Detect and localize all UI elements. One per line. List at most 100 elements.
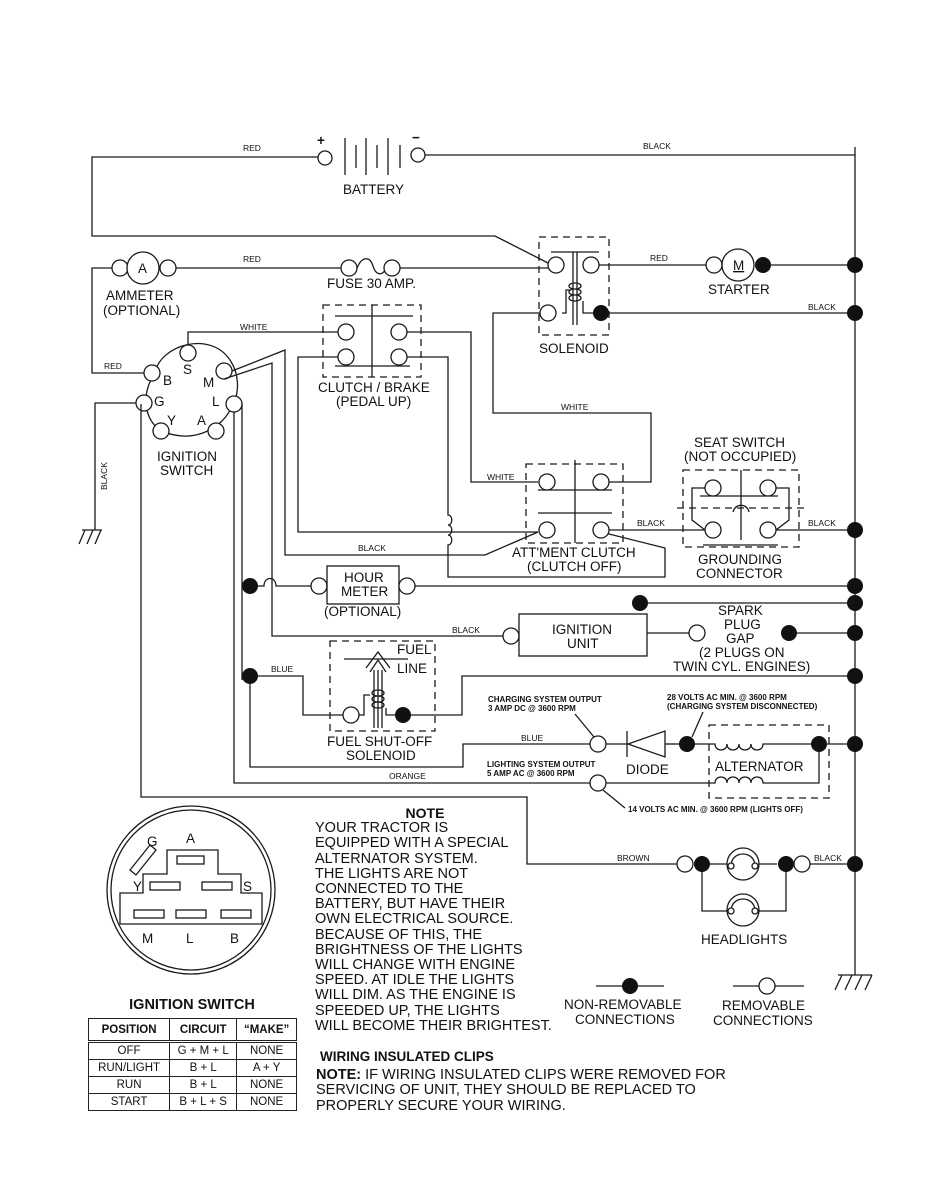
wire-label-red-starter: RED [650, 253, 668, 263]
wire-brown-headlights [140, 404, 677, 865]
legend-removable-label: REMOVABLE [722, 998, 805, 1013]
wire-label-black-lower: BLACK [358, 543, 386, 553]
fuel-solenoid-label: FUEL SHUT-OFF [327, 734, 432, 749]
cell-position: OFF [87, 1041, 171, 1060]
grounding-connector-label: GROUNDING [698, 552, 782, 567]
battery-minus-sign: − [412, 130, 420, 145]
battery-terminal-negative [410, 147, 426, 163]
ignition-table-title: IGNITION SWITCH [129, 997, 255, 1013]
wire-label-black-seat: BLACK [808, 518, 836, 528]
clutch-brake-terminal [390, 348, 408, 366]
headlight-terminal [793, 855, 811, 873]
ignition-unit-terminal [502, 627, 520, 645]
solenoid-coil-icon [562, 252, 595, 325]
face-label-l: L [186, 931, 194, 946]
spark-plug-label-1: SPARK [718, 603, 763, 618]
note-line: SPEEDED UP, THE LIGHTS [315, 1002, 500, 1019]
wire-white-clutch [187, 331, 338, 345]
seat-switch-terminal [759, 479, 777, 497]
alternator-label: ALTERNATOR [715, 759, 804, 774]
volts28-label-2: (CHARGING SYSTEM DISCONNECTED) [667, 702, 818, 711]
hour-meter-terminal [398, 577, 416, 595]
note-block: NOTE YOUR TRACTOR IS EQUIPPED WITH A SPE… [315, 805, 555, 1034]
wire-clutch-brake-to-attment [297, 356, 538, 533]
attment-terminal [538, 521, 556, 539]
cell-position: RUN [87, 1076, 171, 1094]
volts14-label: 14 VOLTS AC MIN. @ 3600 RPM (LIGHTS OFF) [628, 805, 803, 814]
wire-black-m-to-attment [231, 349, 539, 556]
ground-junction [847, 305, 863, 321]
legend-non-removable-label-2: CONNECTIONS [575, 1012, 675, 1027]
wire-label-white: WHITE [240, 322, 268, 332]
wire-label-blue-charging: BLUE [521, 733, 544, 743]
wire-white-to-attment [407, 331, 538, 483]
ammeter-symbol: A [138, 261, 147, 276]
fuel-line-label: LINE [397, 661, 427, 676]
removable-icon [758, 977, 776, 995]
ign-terminal-a [207, 422, 225, 440]
ground-junction [847, 522, 863, 538]
note-line: BATTERY, BUT HAVE THEIR [315, 896, 506, 913]
ignition-unit-ground [632, 595, 648, 611]
wire-label-blue-fuel: BLUE [271, 664, 294, 674]
ground-junction [847, 736, 863, 752]
alternator-coil-top-icon [695, 743, 812, 751]
wire-blue-charging [249, 684, 591, 768]
fuel-solenoid-ground [395, 707, 411, 723]
spark-plug-label-4: (2 PLUGS ON [699, 645, 785, 660]
fuse-terminal-right [383, 259, 401, 277]
ign-terminal-y [152, 422, 170, 440]
note-title: NOTE [405, 805, 445, 821]
cell-make: NONE [236, 1093, 297, 1111]
wire-orange-lighting [233, 412, 591, 784]
wire-label-black: BLACK [643, 141, 671, 151]
clutch-brake-terminal [390, 323, 408, 341]
wire-label-black-attment: BLACK [637, 518, 665, 528]
note-line: BRIGHTNESS OF THE LIGHTS [315, 941, 523, 958]
cell-circuit: G + M + L [169, 1041, 238, 1060]
table-row: OFF G + M + L NONE [87, 1041, 297, 1060]
alternator-test-point [679, 736, 695, 752]
wire-label-red: RED [243, 143, 261, 153]
table-row: START B + L + S NONE [87, 1093, 297, 1111]
charging-output-label: CHARGING SYSTEM OUTPUT [488, 695, 602, 704]
attment-terminal [592, 473, 610, 491]
ign-label-b: B [163, 373, 172, 388]
battery-label: BATTERY [343, 182, 404, 197]
hour-meter-label-2: METER [341, 584, 389, 599]
attment-terminal [538, 473, 556, 491]
ignition-unit-label-2: UNIT [567, 636, 599, 651]
solenoid-label: SOLENOID [539, 341, 609, 356]
clips-note-prefix: NOTE: [316, 1066, 362, 1083]
seat-switch-terminal [704, 521, 722, 539]
wire-label-brown: BROWN [617, 853, 650, 863]
clips-text: PROPERLY SECURE YOUR WIRING. [316, 1097, 566, 1114]
clips-title: WIRING INSULATED CLIPS [320, 1049, 494, 1064]
seat-switch-contacts [700, 470, 778, 546]
legend-non-removable-label: NON-REMOVABLE [564, 997, 682, 1012]
solenoid-ground-connection [593, 305, 609, 321]
headlight-contact [751, 862, 759, 870]
clutch-brake-label-2: (PEDAL UP) [336, 394, 411, 409]
header-circuit: CIRCUIT [169, 1018, 238, 1043]
ammeter-optional-label: (OPTIONAL) [103, 303, 180, 318]
note-line: EQUIPPED WITH A SPECIAL [315, 835, 509, 852]
note-line: BECAUSE OF THIS, THE [315, 926, 483, 943]
solenoid-terminal-coil [539, 304, 557, 322]
face-label-b: B [230, 931, 239, 946]
charging-output-label-2: 3 AMP DC @ 3600 RPM [488, 704, 576, 713]
ign-label-s: S [183, 362, 192, 377]
ignition-unit-label: IGNITION [552, 622, 612, 637]
ignition-switch-icon [135, 342, 243, 440]
ammeter-icon [126, 251, 160, 285]
starter-terminal [705, 256, 723, 274]
wire-label-black-headlights: BLACK [814, 853, 842, 863]
wire-label-black-ground: BLACK [99, 462, 109, 490]
headlight-junction [694, 856, 710, 872]
junction-fuel-solenoid [242, 668, 258, 684]
attment-clutch-label: ATT'MENT CLUTCH [512, 545, 636, 560]
cell-circuit: B + L [169, 1059, 238, 1077]
clutch-brake-terminal [337, 348, 355, 366]
headlights-label: HEADLIGHTS [701, 932, 787, 947]
